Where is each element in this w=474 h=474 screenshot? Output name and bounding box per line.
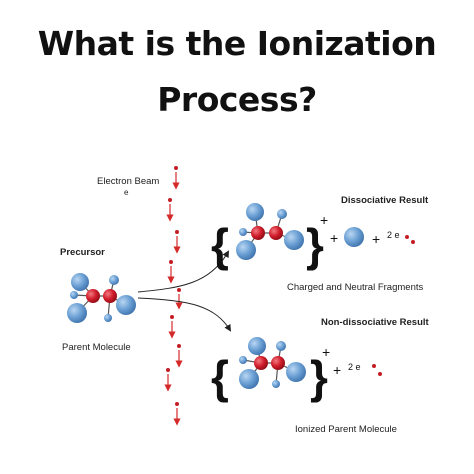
- parent-molecule-label: Parent Molecule: [62, 342, 131, 353]
- beam-arrow: [168, 315, 176, 339]
- electron-beam-arrows: [164, 166, 183, 426]
- atom: [103, 289, 117, 303]
- neutral-fragment-atom: [344, 227, 364, 247]
- atom: [251, 226, 265, 240]
- beam-arrow: [175, 288, 183, 310]
- atom: [86, 289, 100, 303]
- atom: [277, 209, 287, 219]
- atom: [286, 362, 306, 382]
- arrow-to-dissociative: [137, 250, 229, 293]
- atom: [276, 341, 286, 351]
- atom: [246, 203, 264, 221]
- atom: [67, 303, 87, 323]
- charged-fragments-label: Charged and Neutral Fragments: [287, 282, 424, 293]
- non-dissociative-result-label: Non-dissociative Result: [321, 317, 429, 328]
- atom: [239, 356, 247, 364]
- electron-dot: [378, 372, 382, 376]
- plus-sign: +: [330, 230, 338, 246]
- precursor-label: Precursor: [60, 247, 105, 258]
- title-line-2: Process?: [157, 80, 317, 119]
- atom: [236, 240, 256, 260]
- beam-arrow: [175, 344, 183, 368]
- atom: [109, 275, 119, 285]
- atom: [239, 228, 247, 236]
- left-brace: {: [211, 219, 229, 271]
- parent-molecule: [67, 273, 136, 323]
- atom: [254, 356, 268, 370]
- two-electrons-label: 2 e: [348, 362, 361, 372]
- electron-beam-label: Electron Beam: [97, 176, 160, 187]
- beam-arrow: [164, 368, 172, 392]
- atom: [271, 356, 285, 370]
- ionized-parent-label: Ionized Parent Molecule: [295, 424, 397, 435]
- atom: [284, 230, 304, 250]
- dissociative-molecule: { } + + + 2 e: [211, 203, 415, 271]
- atom: [71, 273, 89, 291]
- electron-symbol-label: e: [124, 188, 129, 197]
- atom: [269, 226, 283, 240]
- electron-dot: [405, 235, 409, 239]
- charge-plus: +: [322, 344, 330, 360]
- atom: [104, 314, 112, 322]
- electron-dot: [372, 364, 376, 368]
- two-electrons-label: 2 e: [387, 230, 400, 240]
- atom: [116, 295, 136, 315]
- atom: [70, 291, 78, 299]
- arrow-to-non-dissociative: [137, 297, 232, 332]
- atom: [248, 337, 266, 355]
- beam-arrow: [167, 260, 175, 284]
- plus-sign: +: [333, 362, 341, 378]
- non-dissociative-molecule: { } + + 2 e: [211, 337, 382, 403]
- right-brace: }: [306, 219, 324, 271]
- atom: [239, 369, 259, 389]
- right-brace: }: [310, 351, 328, 403]
- electron-dot: [411, 240, 415, 244]
- dissociative-result-label: Dissociative Result: [341, 195, 429, 206]
- charge-plus: +: [320, 212, 328, 228]
- title-line-1: What is the Ionization: [37, 24, 437, 63]
- beam-arrow: [173, 402, 181, 426]
- left-brace: {: [211, 351, 229, 403]
- beam-arrow: [173, 230, 181, 254]
- beam-arrow: [166, 198, 174, 222]
- beam-arrow: [172, 166, 180, 190]
- atom: [272, 380, 280, 388]
- plus-sign: +: [372, 231, 380, 247]
